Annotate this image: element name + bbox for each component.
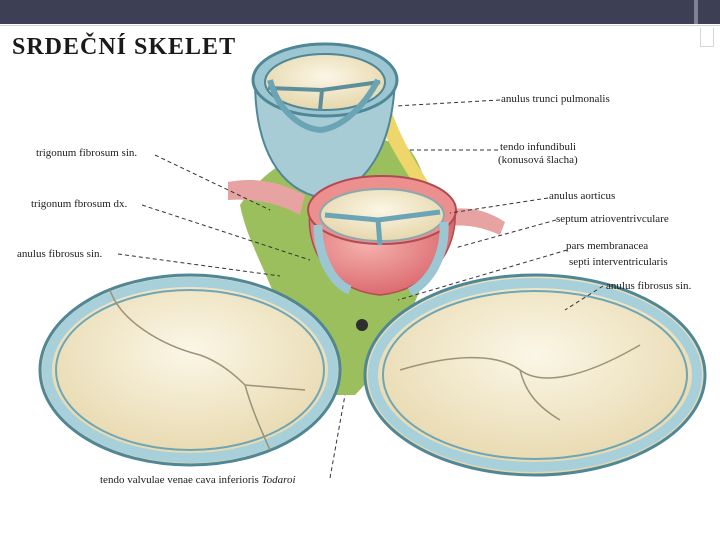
right-annulus-fibrosus: [363, 273, 707, 477]
aortic-ring: [307, 175, 457, 297]
label-septi-interventricularis: septi interventricularis: [569, 256, 668, 268]
banner-accent: [694, 0, 698, 24]
label-trigonum-fibrosum-sin: trigonum fibrosum sin.: [36, 147, 138, 159]
top-banner: [0, 0, 720, 24]
left-annulus-fibrosus: [38, 273, 342, 467]
label-tendo-valvulae-prefix: tendo valvulae venae cava inferioris: [100, 474, 262, 486]
label-tendo-infundibuli: tendo infundibuli: [500, 141, 577, 153]
page-title: SRDEČNÍ SKELET: [12, 34, 237, 60]
decorative-corner: [700, 28, 714, 47]
label-anulus-fibrosus-sin-right: anulus fibrosus sin.: [606, 280, 692, 292]
label-anulus-trunci-pulmonalis: anulus trunci pulmonalis: [501, 93, 610, 105]
leader-lines: [117, 99, 604, 479]
label-konusova-slacha: (konusová šlacha): [498, 154, 578, 166]
label-pars-membranacea: pars membranacea: [566, 240, 649, 252]
label-septum-atrioventriculare: septum atrioventrivculare: [556, 213, 669, 225]
label-anulus-aorticus: anulus aorticus: [549, 190, 616, 202]
label-tendo-valvulae: tendo valvulae venae cava inferioris Tod…: [100, 474, 296, 487]
pulmonary-ring: [251, 42, 399, 200]
central-body-detail: [356, 319, 368, 331]
vessel-left: [228, 179, 305, 215]
vessel-right: [445, 208, 505, 235]
decorative-rule: [0, 25, 720, 26]
label-tendo-valvulae-name: Todaroi: [261, 474, 296, 486]
label-anulus-fibrosus-sin-left: anulus fibrosus sin.: [17, 248, 103, 260]
label-trigonum-fibrosum-dx: trigonum fbrosum dx.: [31, 198, 128, 210]
